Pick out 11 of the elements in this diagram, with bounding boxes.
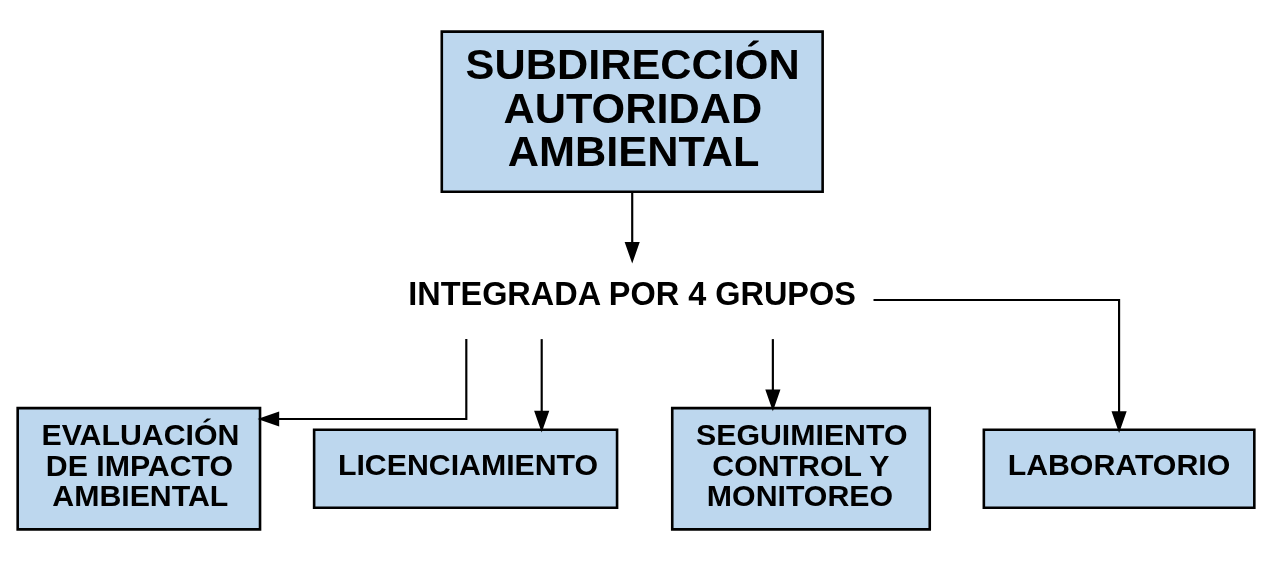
node-box: LICENCIAMIENTO [312,428,619,509]
node-box: LABORATORIO [982,428,1256,509]
node-box: SEGUIMIENTO CONTROL Y MONITOREO [670,406,932,531]
arrow [765,339,781,412]
node-box: SUBDIRECCIÓN AUTORIDAD AMBIENTAL [440,30,824,194]
node-text: INTEGRADA POR 4 GRUPOS [408,276,856,313]
arrow [873,298,1127,433]
arrow [534,339,550,433]
arrow [624,192,640,264]
node-box: EVALUACIÓN DE IMPACTO AMBIENTAL [16,406,262,531]
arrow [257,338,468,427]
